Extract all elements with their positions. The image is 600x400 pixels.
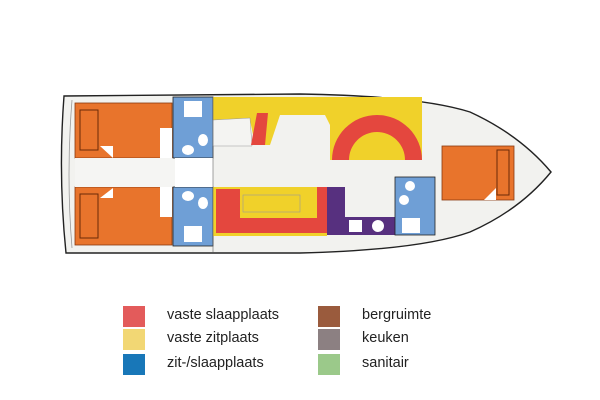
bed-outline xyxy=(79,109,99,151)
fixed-bed-arc xyxy=(332,115,422,160)
toilet-icon xyxy=(405,181,415,191)
cabin-doorway xyxy=(160,128,172,158)
legend-label: zit-/slaapplaats xyxy=(167,355,264,371)
bed-outline xyxy=(79,193,99,239)
sink-icon xyxy=(372,220,384,232)
washbasin-icon xyxy=(198,197,208,209)
washbasin-icon xyxy=(198,134,208,146)
legend-swatch xyxy=(123,305,145,327)
shower-icon xyxy=(184,101,202,117)
saloon-seating-upper xyxy=(213,97,422,160)
fore-cabin xyxy=(441,145,515,201)
saloon-table xyxy=(242,194,301,213)
bed-corner xyxy=(100,146,113,158)
toilet-icon xyxy=(182,145,194,155)
galley-floor xyxy=(345,187,395,217)
bed-corner xyxy=(484,188,496,200)
legend-swatch xyxy=(123,328,145,350)
aft-cabin-starboard xyxy=(74,186,173,246)
legend-label: vaste slaapplaats xyxy=(167,307,280,323)
legend-item-sanitary: sanitair xyxy=(318,353,409,375)
legend-swatch xyxy=(318,305,340,327)
fixed-bed-bar xyxy=(251,113,268,145)
cabin-doorway xyxy=(160,187,172,217)
hull-inner-line xyxy=(68,99,73,249)
boat-floor-plan xyxy=(60,93,552,254)
passage xyxy=(175,158,213,187)
legend-label: vaste zitplaats xyxy=(167,330,259,346)
legend-swatch xyxy=(123,353,145,375)
shower-icon xyxy=(402,218,420,233)
corridor xyxy=(75,158,175,187)
legend-swatch xyxy=(318,328,340,350)
legend-item-storage: bergruimte xyxy=(318,305,431,327)
legend-label: bergruimte xyxy=(362,307,432,323)
bed-corner xyxy=(100,188,113,198)
legend-item-kitchen: keuken xyxy=(318,328,409,350)
legend-label: keuken xyxy=(362,330,409,346)
bed-outline xyxy=(496,149,510,196)
stairs xyxy=(212,117,253,147)
washbasin-icon xyxy=(399,195,409,205)
stove-icon xyxy=(349,220,362,232)
aft-cabin-port xyxy=(74,102,173,159)
legend-item-seat-bed: zit-/slaapplaats xyxy=(123,353,264,375)
toilet-icon xyxy=(182,191,194,201)
legend-swatch xyxy=(318,353,340,375)
fixed-bed-lower xyxy=(216,187,327,233)
legend-label: sanitair xyxy=(362,355,409,371)
legend-item-fixed-bed: vaste slaapplaats xyxy=(123,305,279,327)
shower-icon xyxy=(184,226,202,242)
legend-item-fixed-seat: vaste zitplaats xyxy=(123,328,259,350)
